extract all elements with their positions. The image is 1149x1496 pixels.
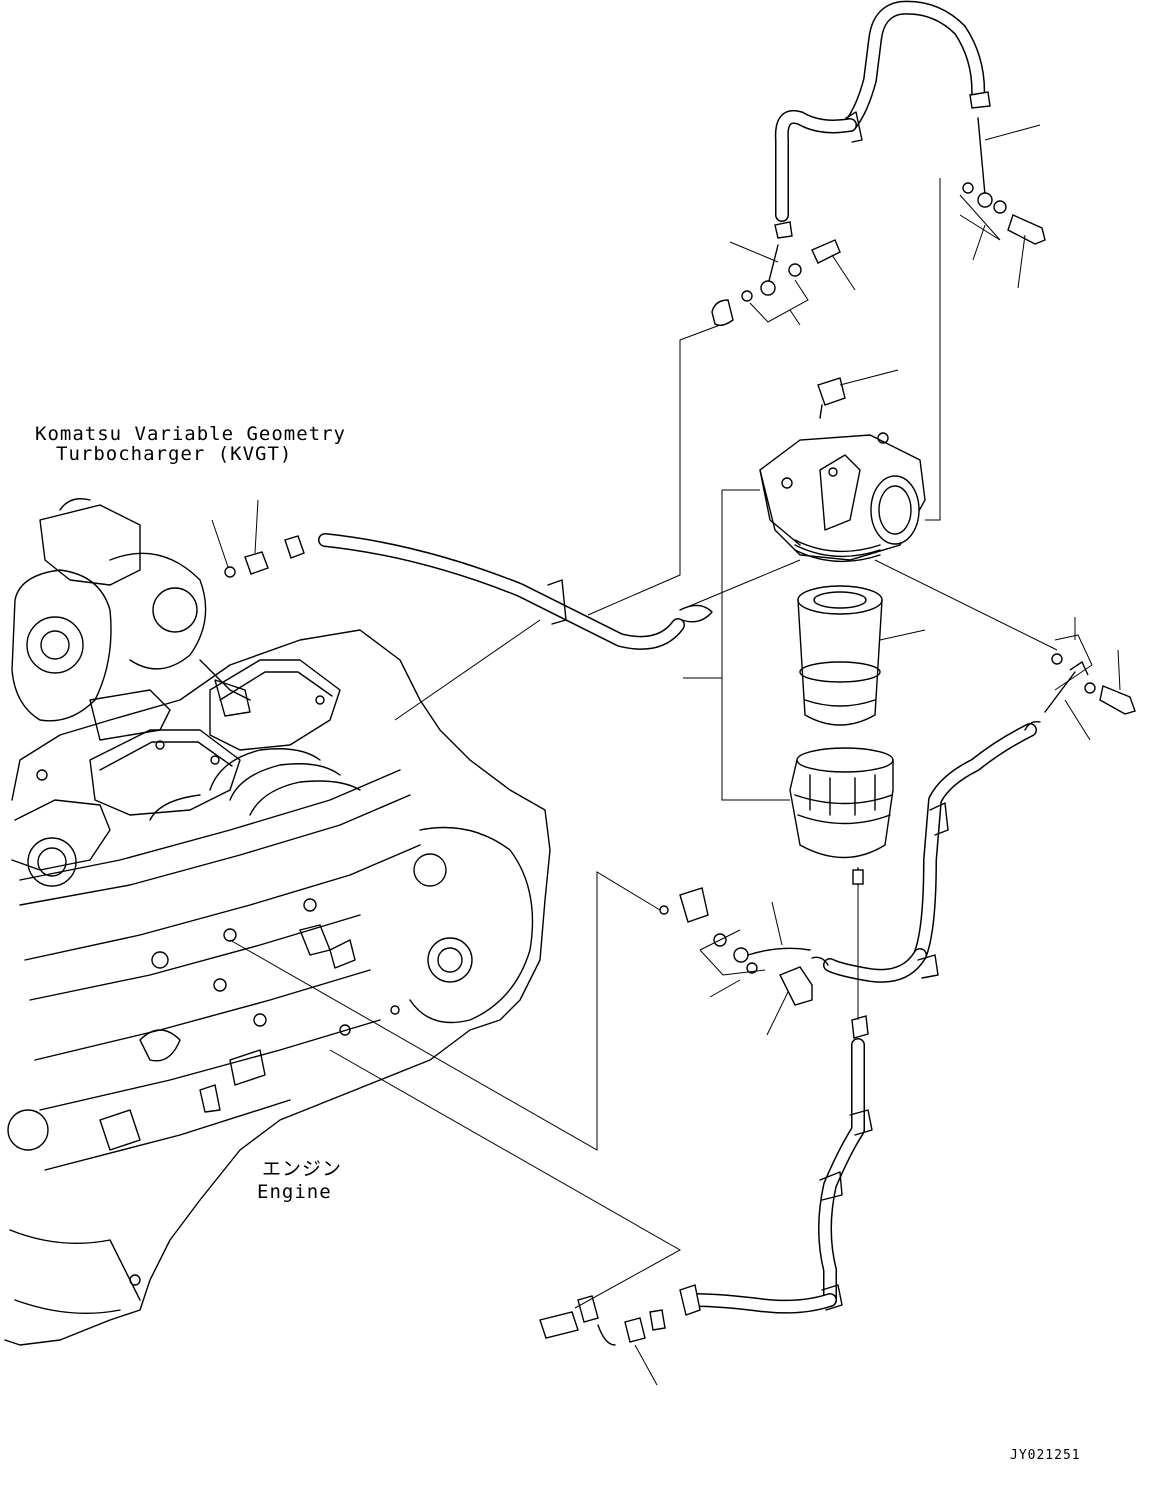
leader-lines	[211, 124, 1121, 1386]
fuel-filter-element	[797, 585, 883, 726]
fuel-filter-head	[759, 377, 926, 563]
fuel-filter-bowl	[789, 747, 894, 886]
drawing-code: JY021251	[1010, 1448, 1081, 1463]
turbocharger-kvgt	[11, 498, 251, 741]
kvgt-label-line2: Turbocharger (KVGT)	[56, 443, 293, 465]
fuel-hoses	[318, 0, 1037, 1314]
engine-block	[4, 629, 551, 1346]
engine-label-english: Engine	[257, 1181, 332, 1203]
engine-label-japanese: エンジン	[262, 1158, 343, 1180]
kvgt-label-line1: Komatsu Variable Geometry	[35, 423, 346, 445]
fittings-and-bolts	[224, 91, 1136, 1346]
